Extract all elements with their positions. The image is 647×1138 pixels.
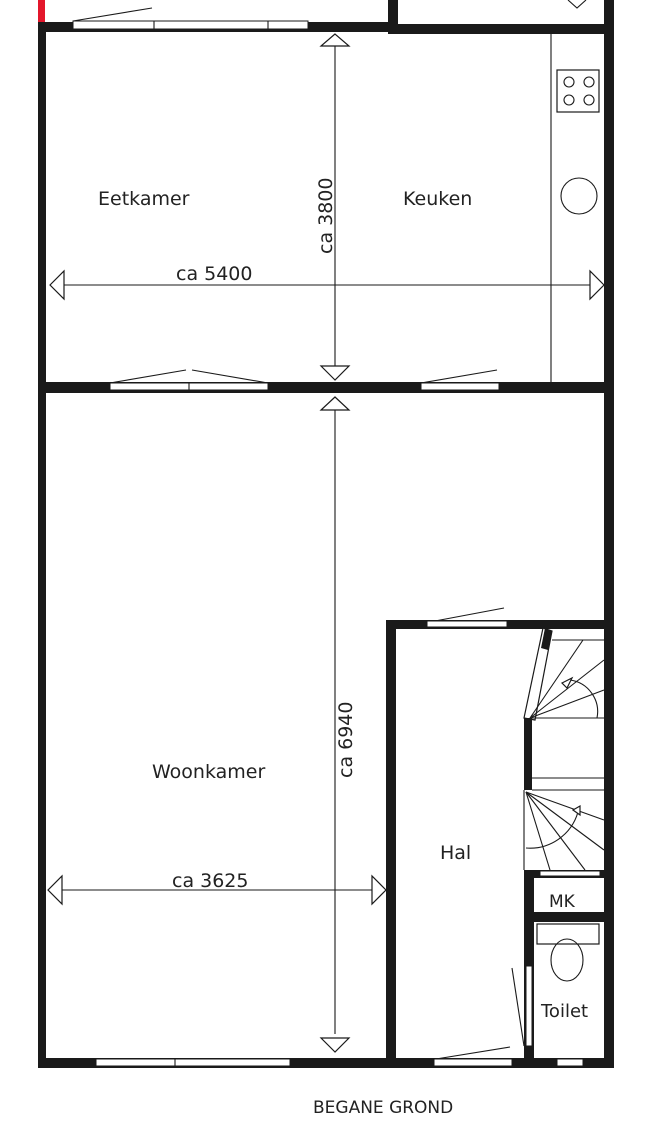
room-label-mk: MK: [549, 892, 576, 912]
staircase: [523, 627, 605, 871]
chevron-down-icon: [567, 0, 587, 9]
door-hal-bottom: [433, 1058, 513, 1067]
toilet-tank: [536, 923, 600, 945]
mk-wall-bottom: [524, 912, 614, 922]
floor-title: BEGANE GROND: [313, 1098, 453, 1118]
dimension-arrow-up: [319, 33, 351, 47]
outer-wall-right: [604, 0, 614, 1068]
window-top: [72, 20, 309, 30]
dim-upper-vertical: ca 3800: [315, 178, 337, 254]
dimension-arrow-left: [47, 874, 63, 906]
dimension-arrow-left: [49, 269, 65, 301]
dim-lower-vertical: ca 6940: [335, 702, 357, 778]
room-label-keuken: Keuken: [403, 188, 472, 210]
dim-lower-horizontal: ca 3625: [172, 870, 248, 892]
window-bottom: [95, 1058, 291, 1067]
door-keuken: [420, 382, 500, 391]
room-label-toilet: Toilet: [540, 1001, 588, 1022]
red-marker: [38, 0, 45, 22]
room-label-hal: Hal: [440, 842, 471, 864]
toilet-icon: [550, 938, 584, 982]
door-hal-top: [426, 620, 508, 628]
dimension-arrow-down: [319, 1037, 351, 1053]
dimension-arrow-down: [319, 365, 351, 381]
door-toilet: [525, 965, 533, 1047]
middle-wall: [38, 382, 614, 393]
room-label-woonkamer: Woonkamer: [152, 761, 265, 783]
dim-upper-horizontal: ca 5400: [176, 263, 252, 285]
dimension-arrow-right: [589, 269, 605, 301]
bottom-wall: [38, 1058, 614, 1068]
window-toilet: [556, 1058, 584, 1067]
top-wall-right: [388, 24, 614, 34]
hal-wall-left: [386, 620, 396, 1068]
dimension-arrow-up: [319, 396, 351, 411]
round-sink-icon: [560, 177, 598, 215]
cooktop-4-burner-icon: [556, 69, 600, 113]
dimension-arrow-right: [371, 874, 387, 906]
room-label-eetkamer: Eetkamer: [98, 188, 190, 210]
outer-wall-left: [38, 22, 46, 1068]
top-partition: [388, 0, 398, 32]
